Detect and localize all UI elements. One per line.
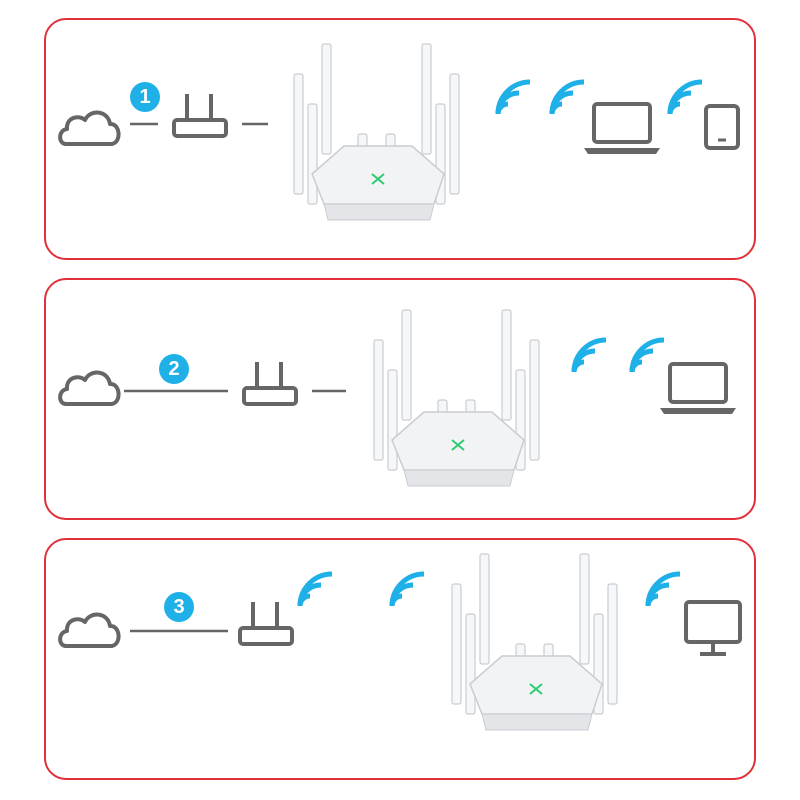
modem-icon	[172, 94, 228, 138]
cloud-icon	[58, 110, 121, 146]
panel-step-1: 1	[44, 18, 756, 260]
wifi-icon	[645, 571, 681, 607]
step-badge: 2	[159, 354, 189, 384]
modem-icon	[238, 602, 294, 646]
panel-step-3: 3	[44, 538, 756, 780]
step-badge: 3	[164, 592, 194, 622]
router-image	[451, 553, 618, 731]
modem-icon	[242, 362, 298, 406]
laptop-icon	[584, 102, 660, 154]
wifi-icon	[629, 337, 665, 373]
laptop-icon	[660, 362, 736, 414]
wifi-icon	[495, 79, 531, 115]
cloud-icon	[58, 612, 121, 648]
panel-1-canvas	[58, 43, 740, 221]
panel-2-canvas	[58, 309, 736, 487]
wifi-icon	[571, 337, 607, 373]
router-image	[293, 43, 460, 221]
wifi-icon	[389, 571, 425, 607]
router-image	[373, 309, 540, 487]
wifi-icon	[667, 79, 703, 115]
tablet-icon	[704, 104, 740, 150]
wifi-icon	[549, 79, 585, 115]
panel-3-canvas	[58, 553, 742, 731]
cloud-icon	[58, 370, 121, 406]
monitor-icon	[684, 600, 742, 656]
wifi-icon	[297, 571, 333, 607]
panel-step-2: 2	[44, 278, 756, 520]
step-badge: 1	[130, 82, 160, 112]
